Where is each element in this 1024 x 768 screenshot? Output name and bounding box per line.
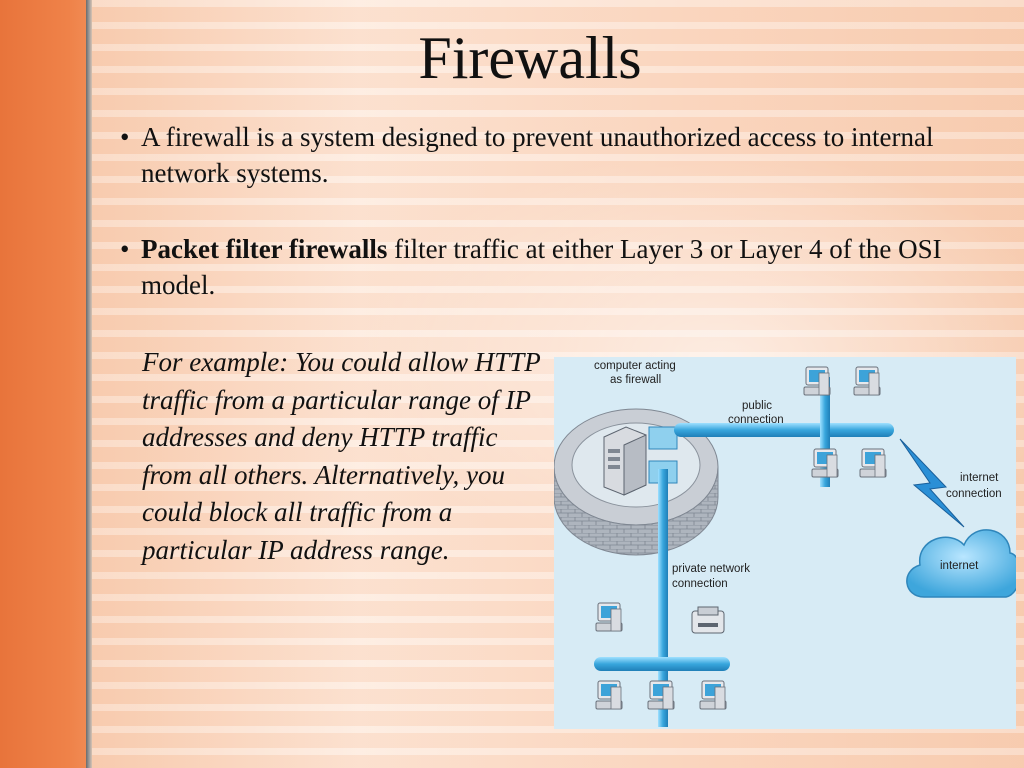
computer-icon <box>647 680 675 710</box>
bullet-bold-term: Packet filter firewalls <box>141 234 388 264</box>
slide-title: Firewalls <box>418 25 642 91</box>
label-public-line1: public <box>742 400 772 412</box>
computer-icon <box>595 602 623 632</box>
example-paragraph: For example: You could allow HTTP traffi… <box>142 347 541 565</box>
computer-icon <box>595 680 623 710</box>
bullet-rest-text: filter traffic at either Layer 3 or Laye… <box>141 234 942 300</box>
left-accent-bar-edge <box>86 0 92 768</box>
computer-icon <box>811 448 839 478</box>
bullet-dot: • <box>120 122 130 152</box>
lightning-icon <box>899 438 965 528</box>
label-private-line1: private network <box>672 563 750 575</box>
bullet-dot: • <box>120 234 130 264</box>
cloud-icon <box>906 529 1016 598</box>
computer-icon <box>859 448 887 478</box>
label-public-line2: connection <box>728 414 784 426</box>
printer-icon <box>691 606 725 634</box>
computer-icon <box>803 366 831 396</box>
left-accent-bar <box>0 0 86 768</box>
firewall-network-diagram: computer acting as firewall public conne… <box>554 357 1016 729</box>
computer-icon <box>853 366 881 396</box>
label-internet-connection-line1: internet <box>960 472 999 484</box>
label-firewall-line1: computer acting <box>594 360 676 372</box>
server-icon <box>603 426 647 496</box>
computer-icon <box>699 680 727 710</box>
label-internet-connection-line2: connection <box>946 488 1002 500</box>
bullet-text: Packet filter firewalls filter traffic a… <box>141 231 981 303</box>
label-cloud: internet <box>940 560 979 572</box>
label-firewall-line2: as firewall <box>610 374 661 386</box>
bullet-text: A firewall is a system designed to preve… <box>141 122 934 188</box>
label-private-line2: connection <box>672 578 728 590</box>
